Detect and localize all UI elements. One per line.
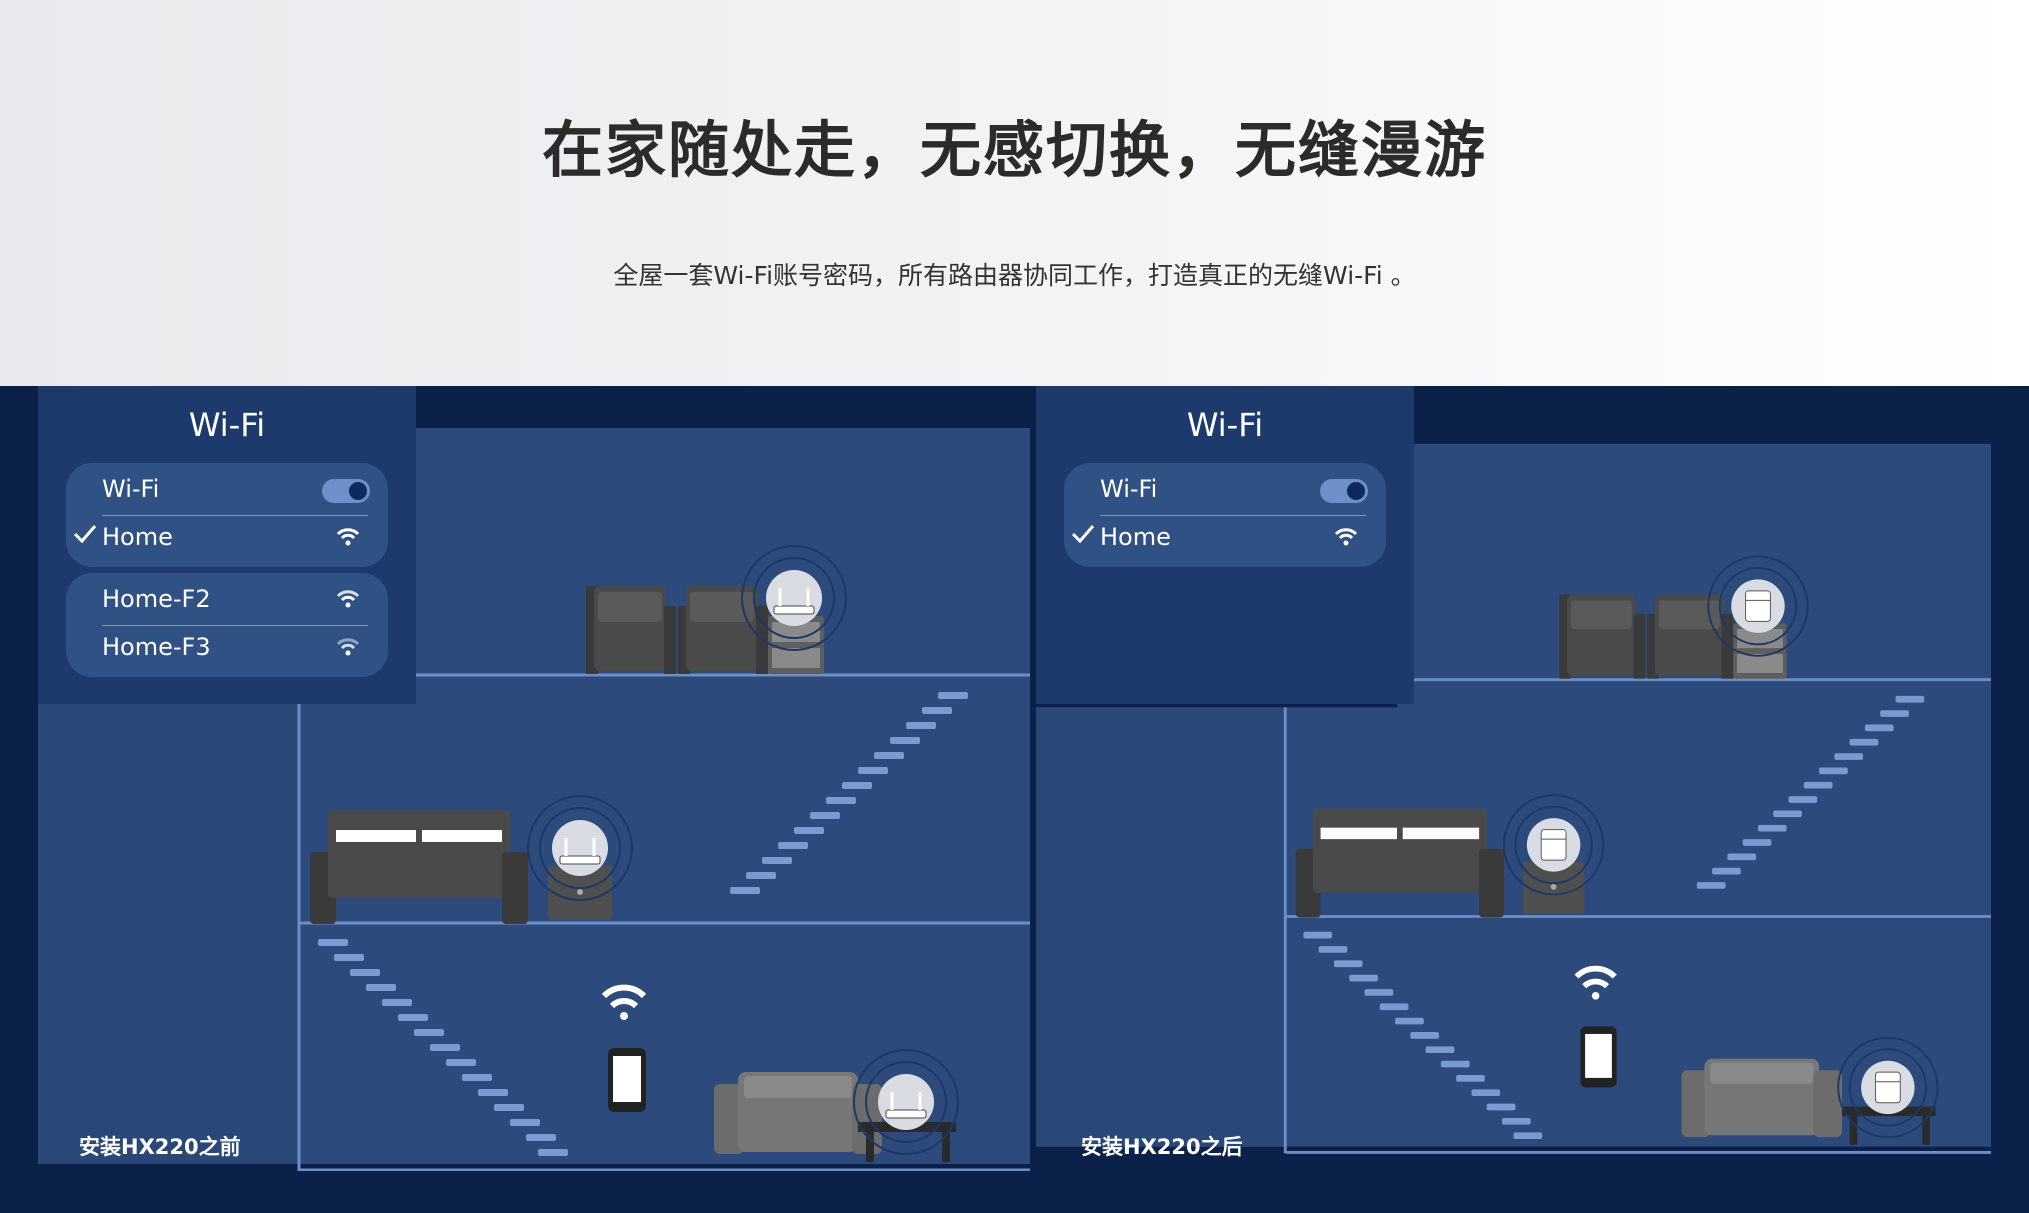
wifi-toggle-label: Wi-Fi: [102, 475, 160, 503]
upper-stairs: [730, 692, 968, 894]
router-floor-3: [741, 545, 847, 651]
wifi-signal-icon: [1334, 528, 1358, 546]
wifi-toggle-row[interactable]: Wi-Fi: [66, 467, 388, 513]
wifi-menu-title: Wi-Fi: [188, 406, 266, 444]
wifi-toggle[interactable]: [322, 479, 370, 503]
before-house-scene: [38, 428, 1030, 1171]
upper-stairs: [1696, 695, 1925, 889]
wifi-signal-icon: [336, 638, 360, 656]
wifi-menu-after: Wi-Fi Wi-Fi Home: [1036, 386, 1414, 704]
nightstand-floor-2: [1523, 862, 1585, 914]
wifi-toggle-label: Wi-Fi: [1100, 475, 1158, 503]
nightstand-floor-3: [1733, 623, 1787, 679]
checkmark-icon: [1071, 525, 1095, 544]
phone-floor-1: [601, 984, 647, 1112]
other-networks-group: Home-F2 Home-F3: [66, 573, 388, 677]
wifi-primary-group: Wi-Fi Home: [1064, 463, 1386, 567]
wifi-primary-group: Wi-Fi Home: [66, 463, 388, 567]
network-item-home-f3[interactable]: Home-F3: [66, 625, 388, 671]
lower-stairs: [1303, 931, 1543, 1140]
lower-stairs: [318, 939, 568, 1156]
sofa-floor-2: [310, 810, 528, 924]
mesh-node-floor-1: [1837, 1036, 1939, 1139]
after-house-scene: [1036, 443, 1991, 1154]
network-name: Home-F2: [102, 585, 211, 613]
mesh-node-floor-3: [1707, 555, 1809, 657]
left-wall: [38, 704, 298, 1164]
after-caption: 安装HX220之后: [1081, 1135, 1243, 1159]
page-subtitle: 全屋一套Wi-Fi账号密码，所有路由器协同工作，打造真正的无缝Wi-Fi 。: [613, 261, 1416, 290]
router-floor-2: [527, 795, 633, 901]
after-panel: Wi-Fi Wi-Fi Home 安装HX220之后: [1036, 386, 1991, 1171]
mesh-node-floor-2: [1502, 794, 1605, 896]
network-item-home[interactable]: Home: [1064, 515, 1386, 561]
network-item-home[interactable]: Home: [66, 515, 388, 561]
router-floor-1: [853, 1049, 959, 1155]
wifi-toggle[interactable]: [1320, 479, 1368, 503]
before-panel: Wi-Fi Wi-Fi Home Home-F2: [38, 386, 1038, 1171]
wifi-toggle-row[interactable]: Wi-Fi: [1064, 467, 1386, 513]
wifi-menu-title: Wi-Fi: [1186, 406, 1264, 444]
armchair-floor-1: [1681, 1058, 1843, 1138]
page-title: 在家随处走，无感切换，无缝漫游: [541, 115, 1487, 186]
checkmark-icon: [73, 525, 97, 544]
sofa-floor-2: [1295, 808, 1504, 918]
phone-floor-1: [1574, 965, 1617, 1088]
before-caption: 安装HX220之前: [79, 1135, 241, 1159]
network-item-home-f2[interactable]: Home-F2: [66, 577, 388, 623]
comparison-section: Wi-Fi Wi-Fi Home Home-F2: [0, 386, 2029, 1213]
network-name: Home-F3: [102, 633, 211, 661]
nightstand-floor-2: [548, 866, 612, 920]
chairs-floor-3: [586, 586, 768, 674]
network-name: Home: [1100, 523, 1171, 551]
nightstand-floor-3: [768, 616, 824, 674]
wifi-menu-before: Wi-Fi Wi-Fi Home Home-F2: [38, 386, 416, 704]
wifi-signal-icon: [336, 528, 360, 546]
header-section: 在家随处走，无感切换，无缝漫游 全屋一套Wi-Fi账号密码，所有路由器协同工作，…: [0, 0, 2029, 386]
wifi-signal-icon: [336, 590, 360, 608]
network-name: Home: [102, 523, 173, 551]
armchair-floor-1: [714, 1072, 882, 1154]
